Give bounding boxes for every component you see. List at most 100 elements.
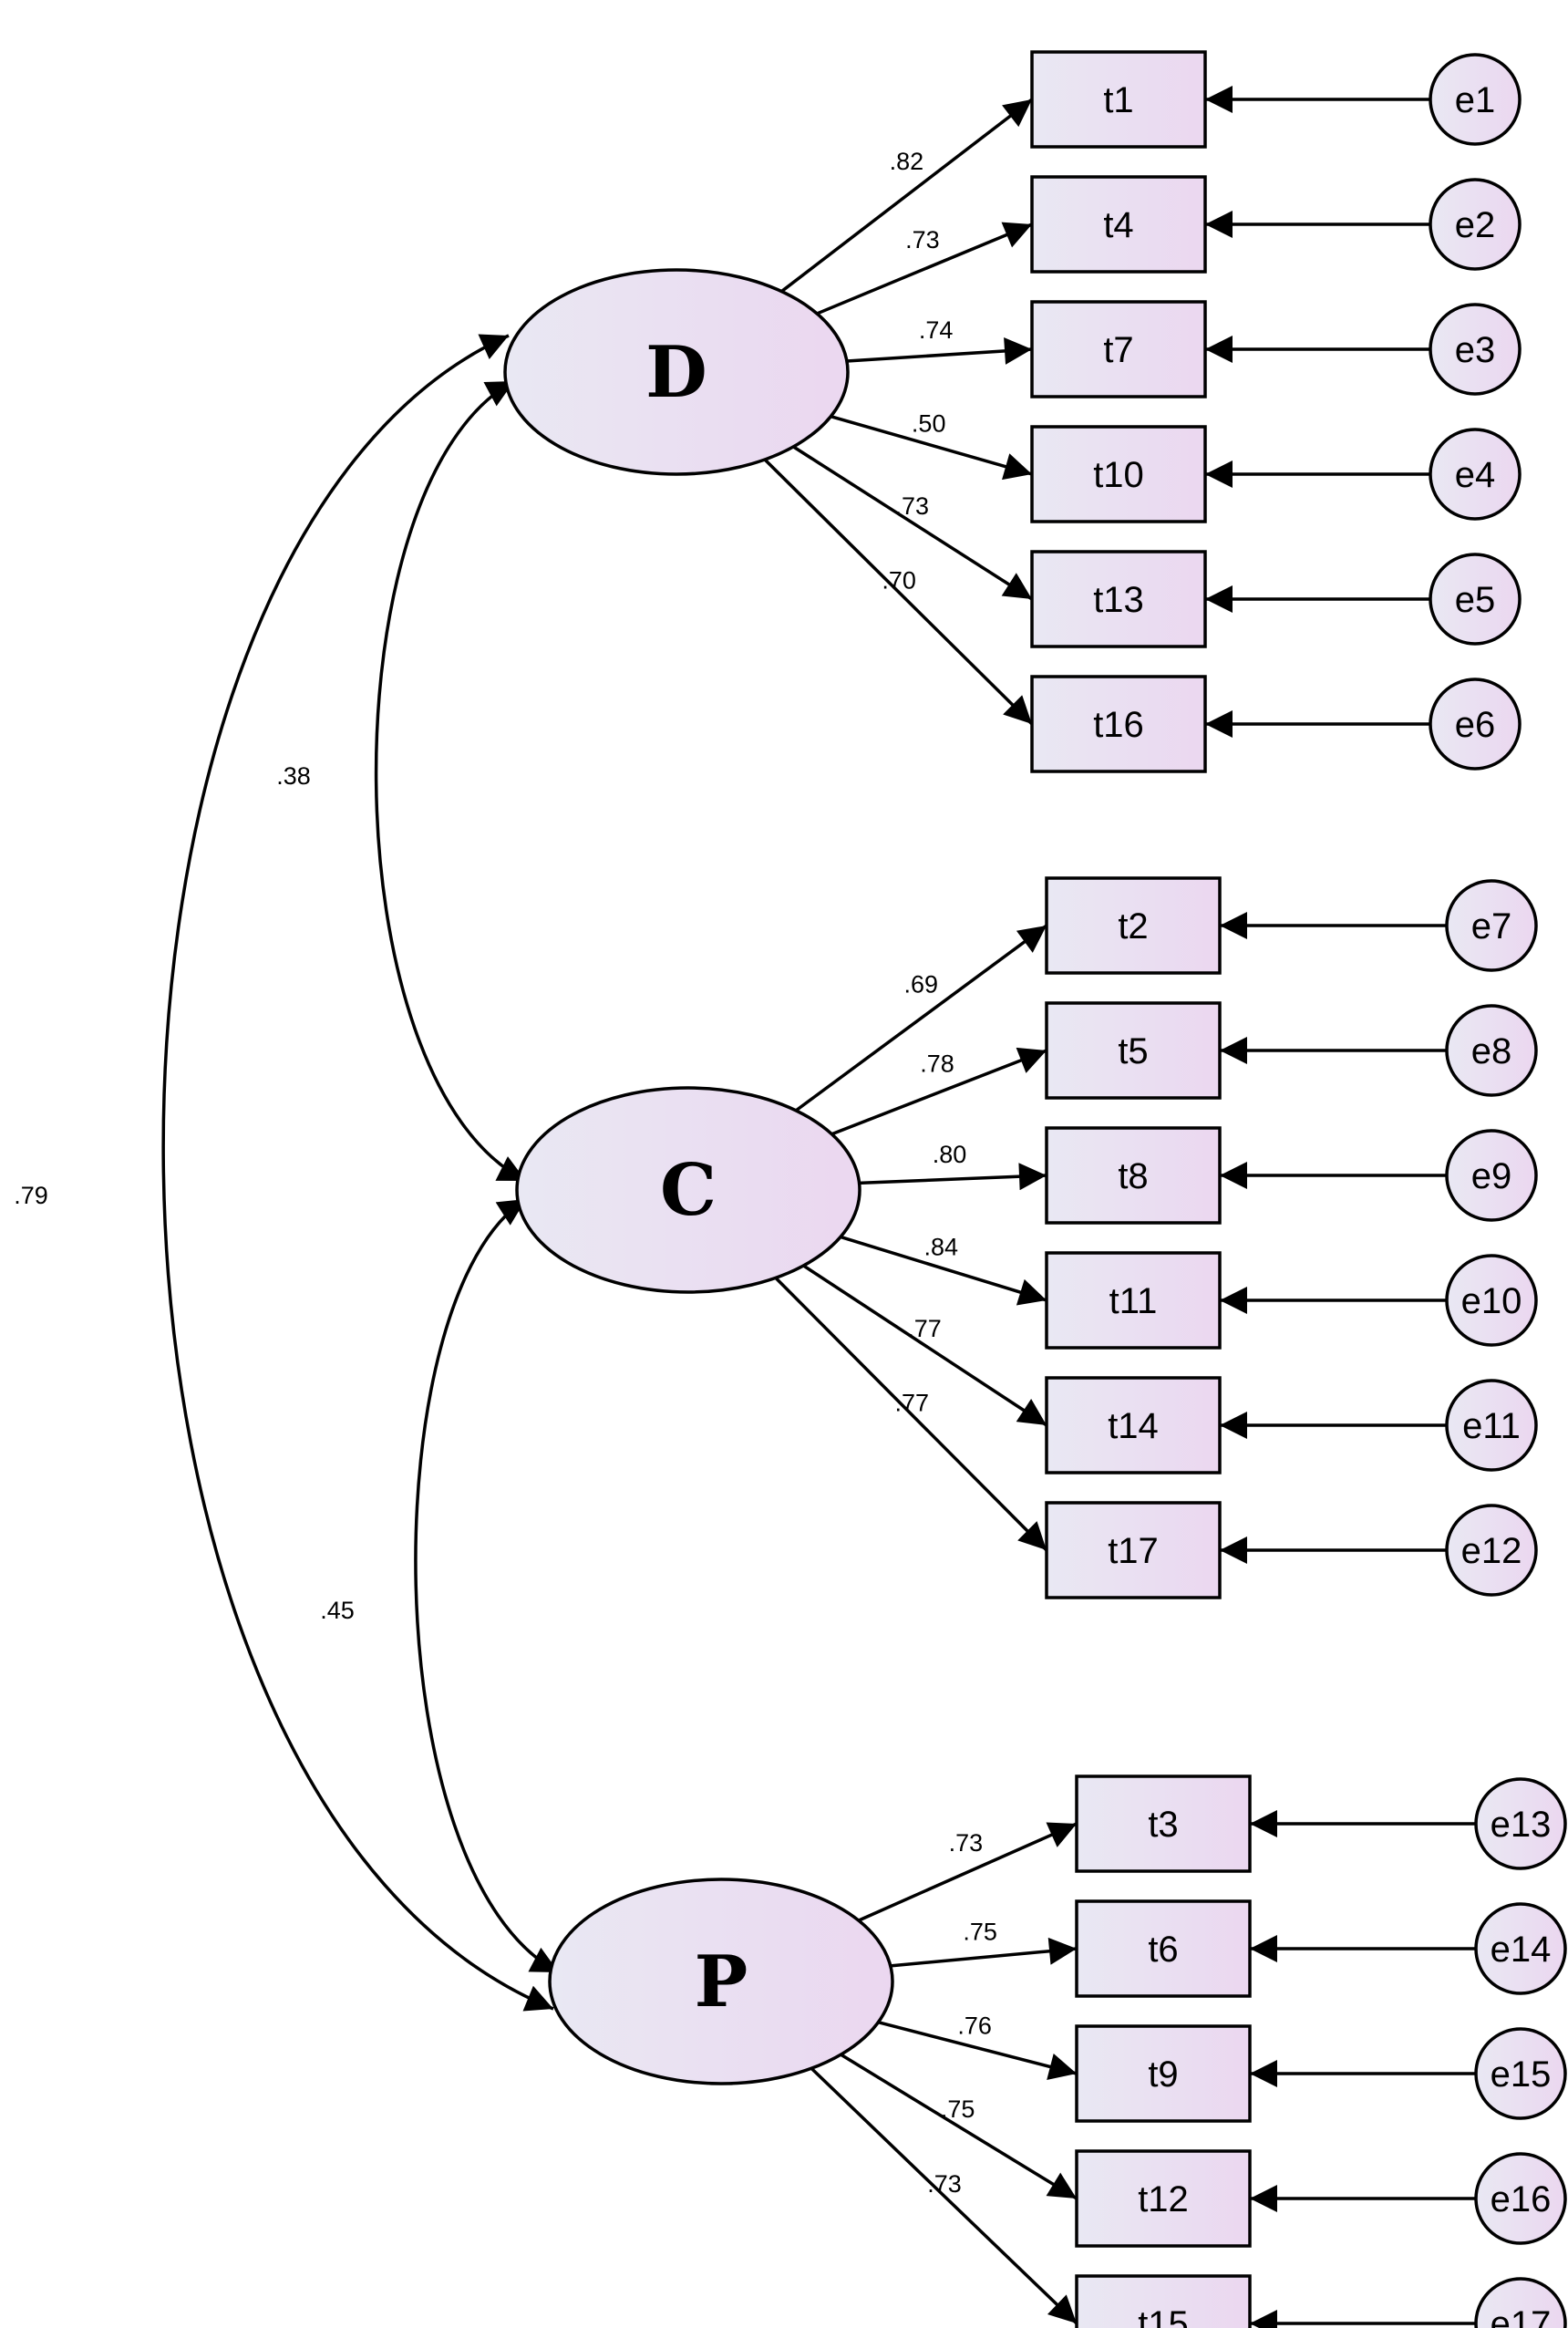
- covariance-value-c-p: .45: [320, 1597, 355, 1624]
- loading-value-t6: .75: [963, 1918, 997, 1945]
- loading-path-t17: [774, 1277, 1048, 1552]
- indicator-label: t7: [1103, 330, 1133, 370]
- error-label: e3: [1455, 330, 1496, 370]
- error-e2: e2: [1429, 178, 1522, 271]
- indicator-label: t12: [1138, 2179, 1189, 2219]
- error-e4: e4: [1429, 428, 1522, 521]
- error-label: e15: [1491, 2054, 1552, 2095]
- loading-path-t2: [795, 924, 1048, 1112]
- error-label: e1: [1455, 80, 1496, 120]
- indicator-t9: t9: [1075, 2024, 1252, 2123]
- indicator-t8: t8: [1045, 1126, 1222, 1225]
- loading-path-t16: [763, 458, 1034, 726]
- indicator-label: t5: [1118, 1031, 1148, 1071]
- indicator-t7: t7: [1030, 300, 1207, 398]
- loading-value-t14: .77: [907, 1315, 942, 1342]
- error-e11: e11: [1445, 1379, 1538, 1472]
- indicator-t3: t3: [1075, 1774, 1252, 1873]
- indicator-t4: t4: [1030, 175, 1207, 274]
- error-e7: e7: [1445, 879, 1538, 972]
- error-label: e12: [1461, 1531, 1522, 1571]
- covariance-value-d-p: .79: [14, 1182, 48, 1209]
- loading-path-t6: [890, 1937, 1078, 1968]
- indicator-t15: t15: [1075, 2274, 1252, 2328]
- indicator-t17: t17: [1045, 1501, 1222, 1599]
- loading-value-t4: .73: [905, 226, 940, 253]
- error-e13: e13: [1474, 1777, 1567, 1870]
- error-label: e14: [1491, 1930, 1552, 1970]
- covariance-path-c-p: [414, 1197, 560, 1974]
- error-e17: e17: [1474, 2277, 1567, 2328]
- loading-path-t14: [802, 1264, 1047, 1427]
- error-label: e10: [1461, 1281, 1522, 1321]
- indicator-t13: t13: [1030, 550, 1207, 648]
- loading-value-t16: .70: [882, 566, 916, 594]
- error-e10: e10: [1445, 1254, 1538, 1347]
- loading-path-t4: [816, 222, 1033, 316]
- error-e15: e15: [1474, 2027, 1567, 2120]
- indicator-t16: t16: [1030, 675, 1207, 773]
- indicator-t6: t6: [1075, 1899, 1252, 1998]
- error-e9: e9: [1445, 1129, 1538, 1222]
- indicator-label: t10: [1093, 455, 1144, 495]
- loading-value-t7: .74: [919, 316, 954, 344]
- error-e3: e3: [1429, 303, 1522, 396]
- indicator-label: t6: [1148, 1930, 1178, 1970]
- loading-value-t1: .82: [890, 148, 924, 175]
- loading-value-t9: .76: [957, 2012, 992, 2040]
- error-e14: e14: [1474, 1902, 1567, 1995]
- loading-value-t10: .50: [912, 409, 946, 437]
- indicator-t14: t14: [1045, 1376, 1222, 1474]
- loading-value-t13: .73: [894, 492, 929, 520]
- indicator-label: t4: [1103, 205, 1133, 245]
- loading-path-t9: [877, 2020, 1078, 2080]
- loading-path-t12: [840, 2053, 1078, 2200]
- indicator-label: t2: [1118, 906, 1148, 947]
- latent-label-p: P: [695, 1940, 748, 2023]
- loading-value-t11: .84: [924, 1234, 959, 1261]
- loading-value-t17: .77: [895, 1390, 930, 1417]
- loading-path-t10: [830, 414, 1033, 481]
- error-label: e7: [1471, 906, 1512, 947]
- indicator-t12: t12: [1075, 2149, 1252, 2248]
- loading-path-t11: [840, 1235, 1047, 1306]
- loading-value-t2: .69: [904, 970, 939, 998]
- covariance-path-d-p: [161, 334, 554, 2012]
- loading-value-t8: .80: [933, 1141, 967, 1168]
- indicator-t10: t10: [1030, 425, 1207, 523]
- indicator-label: t1: [1103, 80, 1133, 120]
- error-label: e4: [1455, 455, 1496, 495]
- latent-d: D: [503, 268, 850, 476]
- latent-p: P: [548, 1878, 894, 2085]
- latent-label-c: C: [660, 1149, 717, 1232]
- loading-path-t13: [792, 445, 1033, 601]
- error-label: e9: [1471, 1156, 1512, 1196]
- loading-path-t3: [858, 1822, 1078, 1922]
- loading-value-t3: .73: [949, 1829, 984, 1857]
- indicator-t5: t5: [1045, 1001, 1222, 1100]
- loading-value-t15: .73: [927, 2170, 962, 2198]
- error-label: e8: [1471, 1031, 1512, 1071]
- error-label: e2: [1455, 205, 1496, 245]
- error-label: e11: [1462, 1406, 1521, 1446]
- loading-path-t7: [846, 336, 1033, 365]
- indicator-t2: t2: [1045, 876, 1222, 975]
- latent-c: C: [515, 1086, 861, 1294]
- error-label: e17: [1491, 2304, 1552, 2328]
- loading-path-t15: [810, 2066, 1078, 2325]
- loading-path-t8: [859, 1163, 1047, 1191]
- loading-value-t12: .75: [941, 2095, 975, 2123]
- loading-value-t5: .78: [920, 1050, 954, 1077]
- indicator-t1: t1: [1030, 50, 1207, 149]
- indicator-label: t16: [1093, 705, 1144, 745]
- indicator-label: t15: [1138, 2304, 1189, 2328]
- error-label: e16: [1491, 2179, 1552, 2219]
- loading-path-t1: [780, 98, 1034, 293]
- indicator-label: t11: [1109, 1281, 1158, 1321]
- error-label: e13: [1491, 1805, 1552, 1845]
- error-label: e5: [1455, 580, 1496, 620]
- indicator-label: t14: [1108, 1406, 1159, 1446]
- loading-path-t5: [830, 1047, 1047, 1136]
